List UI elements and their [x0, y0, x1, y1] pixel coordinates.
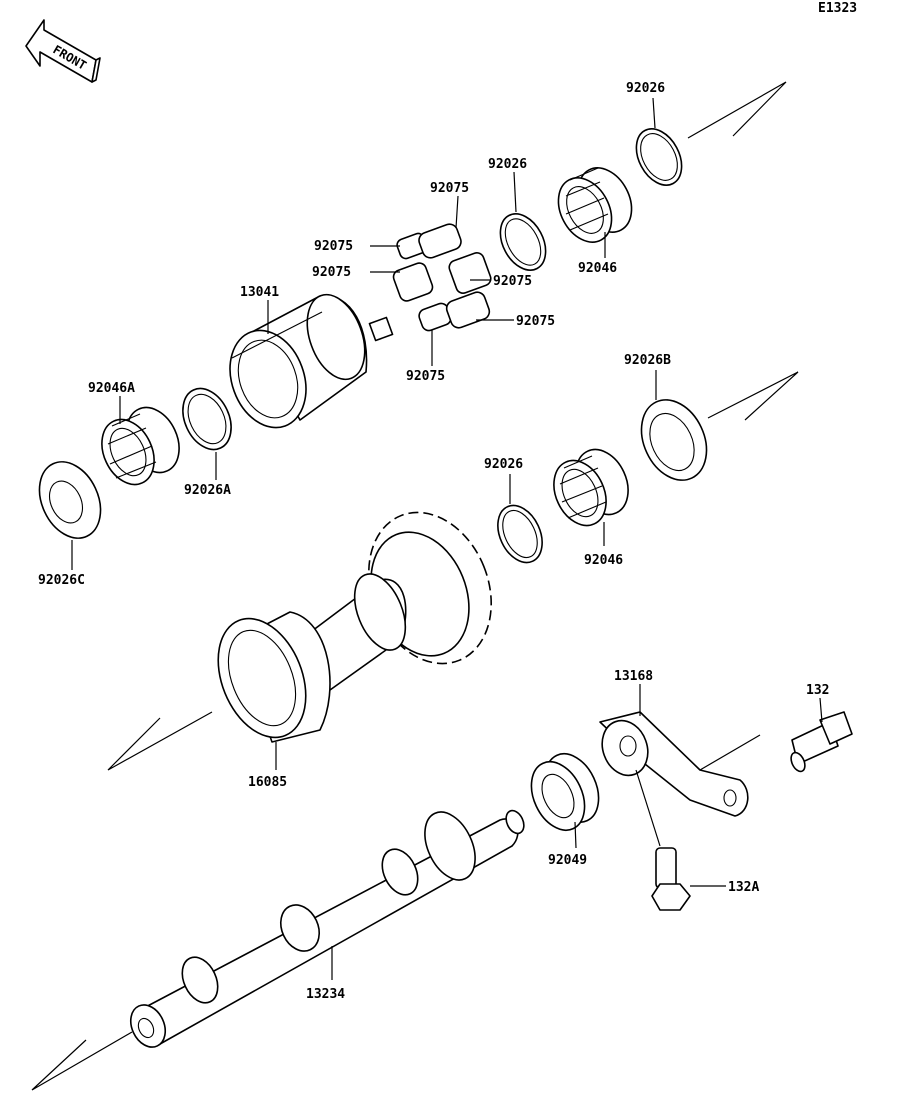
shaft-13234 — [129, 809, 525, 1048]
needle-bearing-92046A — [101, 406, 180, 486]
label-92049: 92049 — [548, 853, 587, 868]
label-13168: 13168 — [614, 669, 653, 684]
ring-92026A — [182, 387, 232, 451]
label-13234: 13234 — [306, 987, 345, 1002]
bolt-132 — [790, 711, 853, 773]
label-92075-e: 92075 — [516, 314, 555, 329]
label-92075-f: 92075 — [406, 369, 445, 384]
label-13041: 13041 — [240, 285, 279, 300]
label-132A: 132A — [728, 880, 759, 895]
ring-92026-top — [635, 128, 683, 186]
part-labels: 92026 92026 92075 92075 92075 92075 9207… — [38, 81, 829, 1002]
ring-92026-low — [497, 504, 543, 564]
label-92026C: 92026C — [38, 573, 85, 588]
gear-16085 — [217, 511, 493, 743]
assembly-axis-lines — [31, 81, 799, 1091]
dampers-92075 — [392, 223, 492, 332]
washer-92026C — [38, 461, 102, 539]
bolt-132A — [651, 847, 691, 911]
ring-92026-mid — [499, 213, 547, 271]
label-92026A: 92026A — [184, 483, 231, 498]
label-16085: 16085 — [248, 775, 287, 790]
label-92046-low: 92046 — [584, 553, 623, 568]
damper-hub-13041 — [229, 293, 394, 429]
label-92075-b: 92075 — [314, 239, 353, 254]
oil-seal-92049 — [530, 753, 600, 831]
label-92026-mid: 92026 — [488, 157, 527, 172]
diagram-code: E1323 — [818, 1, 857, 16]
label-92026B: 92026B — [624, 353, 671, 368]
label-92075-a: 92075 — [430, 181, 469, 196]
label-92046A: 92046A — [88, 381, 135, 396]
label-132: 132 — [806, 683, 829, 698]
label-92075-c: 92075 — [312, 265, 351, 280]
label-92046-top: 92046 — [578, 261, 617, 276]
needle-bearing-92046-low — [553, 448, 629, 527]
leader-lines — [71, 97, 823, 980]
label-92075-d: 92075 — [493, 274, 532, 289]
needle-bearing-92046-top — [557, 167, 633, 243]
label-92026-top: 92026 — [626, 81, 665, 96]
front-arrow-icon: FRONT — [25, 19, 101, 83]
label-92026-low: 92026 — [484, 457, 523, 472]
shift-lever-13168 — [599, 711, 749, 817]
retainer-92026B — [640, 399, 708, 481]
